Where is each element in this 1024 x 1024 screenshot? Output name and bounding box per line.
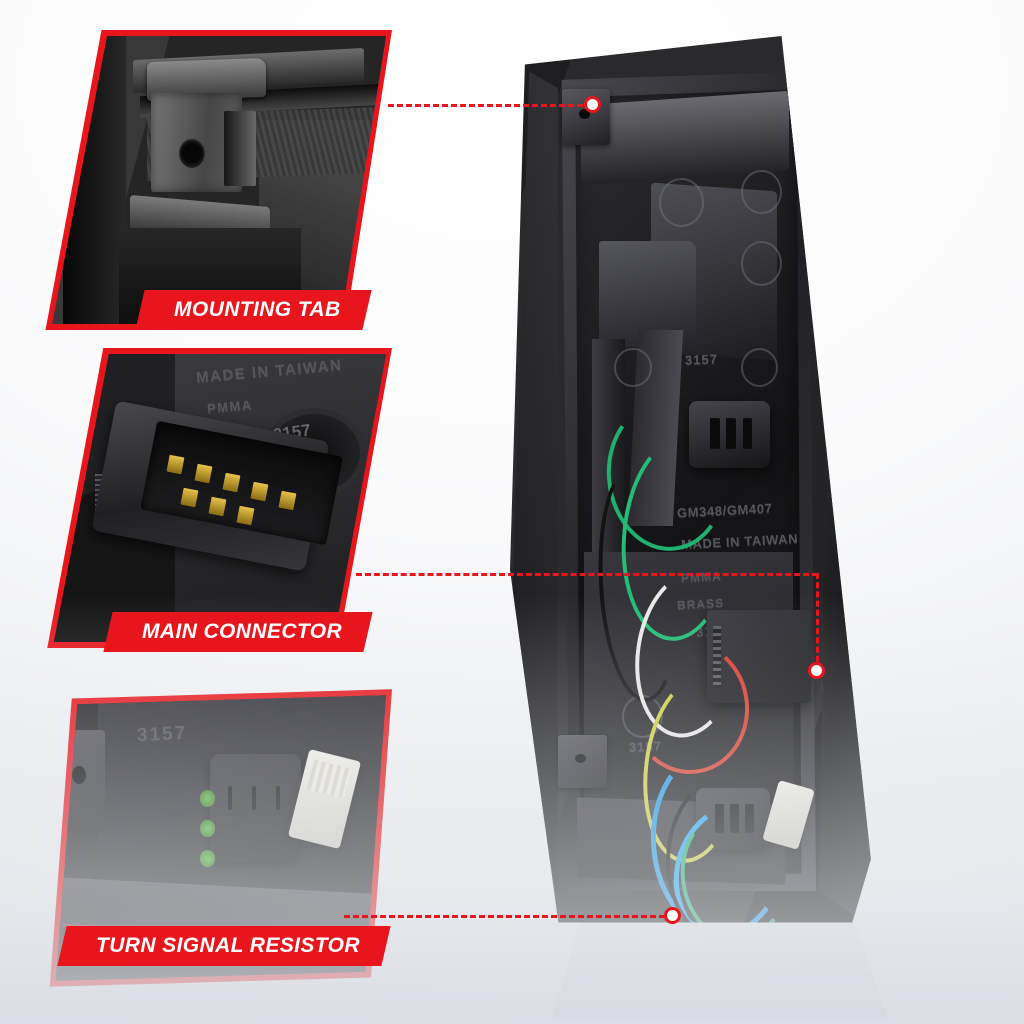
callout-label-main-connector: MAIN CONNECTOR xyxy=(103,612,373,652)
panel-photo-main-connector: MADE IN TAIWAN PMMA ABS 3157 xyxy=(53,354,387,642)
leader-dot-mounting-tab xyxy=(584,96,601,113)
leader-line-main-connector xyxy=(356,573,818,576)
molding-circle xyxy=(740,240,782,286)
panel-emboss-bulb: 3157 xyxy=(135,722,188,747)
right-gasket xyxy=(818,53,871,923)
callout-label-text: TURN SIGNAL RESISTOR xyxy=(96,934,360,957)
callout-label-text: MOUNTING TAB xyxy=(174,298,341,321)
molding-circle xyxy=(740,347,779,388)
panel-frame: MADE IN TAIWAN PMMA ABS 3157 xyxy=(47,348,392,648)
callout-label-text: MAIN CONNECTOR xyxy=(142,620,343,643)
emboss-bulb-top: 3157 xyxy=(684,351,719,368)
panel-photo-mounting-tab xyxy=(52,36,387,324)
panel-frame xyxy=(45,30,392,330)
callout-panel-main-connector: MADE IN TAIWAN PMMA ABS 3157 xyxy=(42,348,392,648)
callout-label-mounting-tab: MOUNTING TAB xyxy=(135,290,372,330)
molding-circle xyxy=(614,347,652,388)
left-gasket xyxy=(510,71,559,900)
mounting-tab-bottom xyxy=(558,734,607,789)
molding-circle xyxy=(740,169,782,215)
leader-line-mounting-tab xyxy=(388,104,592,107)
tail-light-assembly: 3157 GM348/GM407 MADE IN TAIWAN PMMA BRA… xyxy=(510,36,871,923)
callout-panel-mounting-tab xyxy=(42,30,392,330)
leader-dot-main-connector xyxy=(808,662,825,679)
leader-dot-turn-signal-resistor xyxy=(664,907,681,924)
leader-line-main-connector-drop xyxy=(816,573,819,671)
molding-circle xyxy=(658,178,704,227)
side-clip-top xyxy=(803,205,838,247)
callout-label-turn-signal-resistor: TURN SIGNAL RESISTOR xyxy=(57,926,391,966)
leader-line-turn-signal-resistor xyxy=(344,915,674,918)
main-product-image: 3157 GM348/GM407 MADE IN TAIWAN PMMA BRA… xyxy=(496,30,916,950)
